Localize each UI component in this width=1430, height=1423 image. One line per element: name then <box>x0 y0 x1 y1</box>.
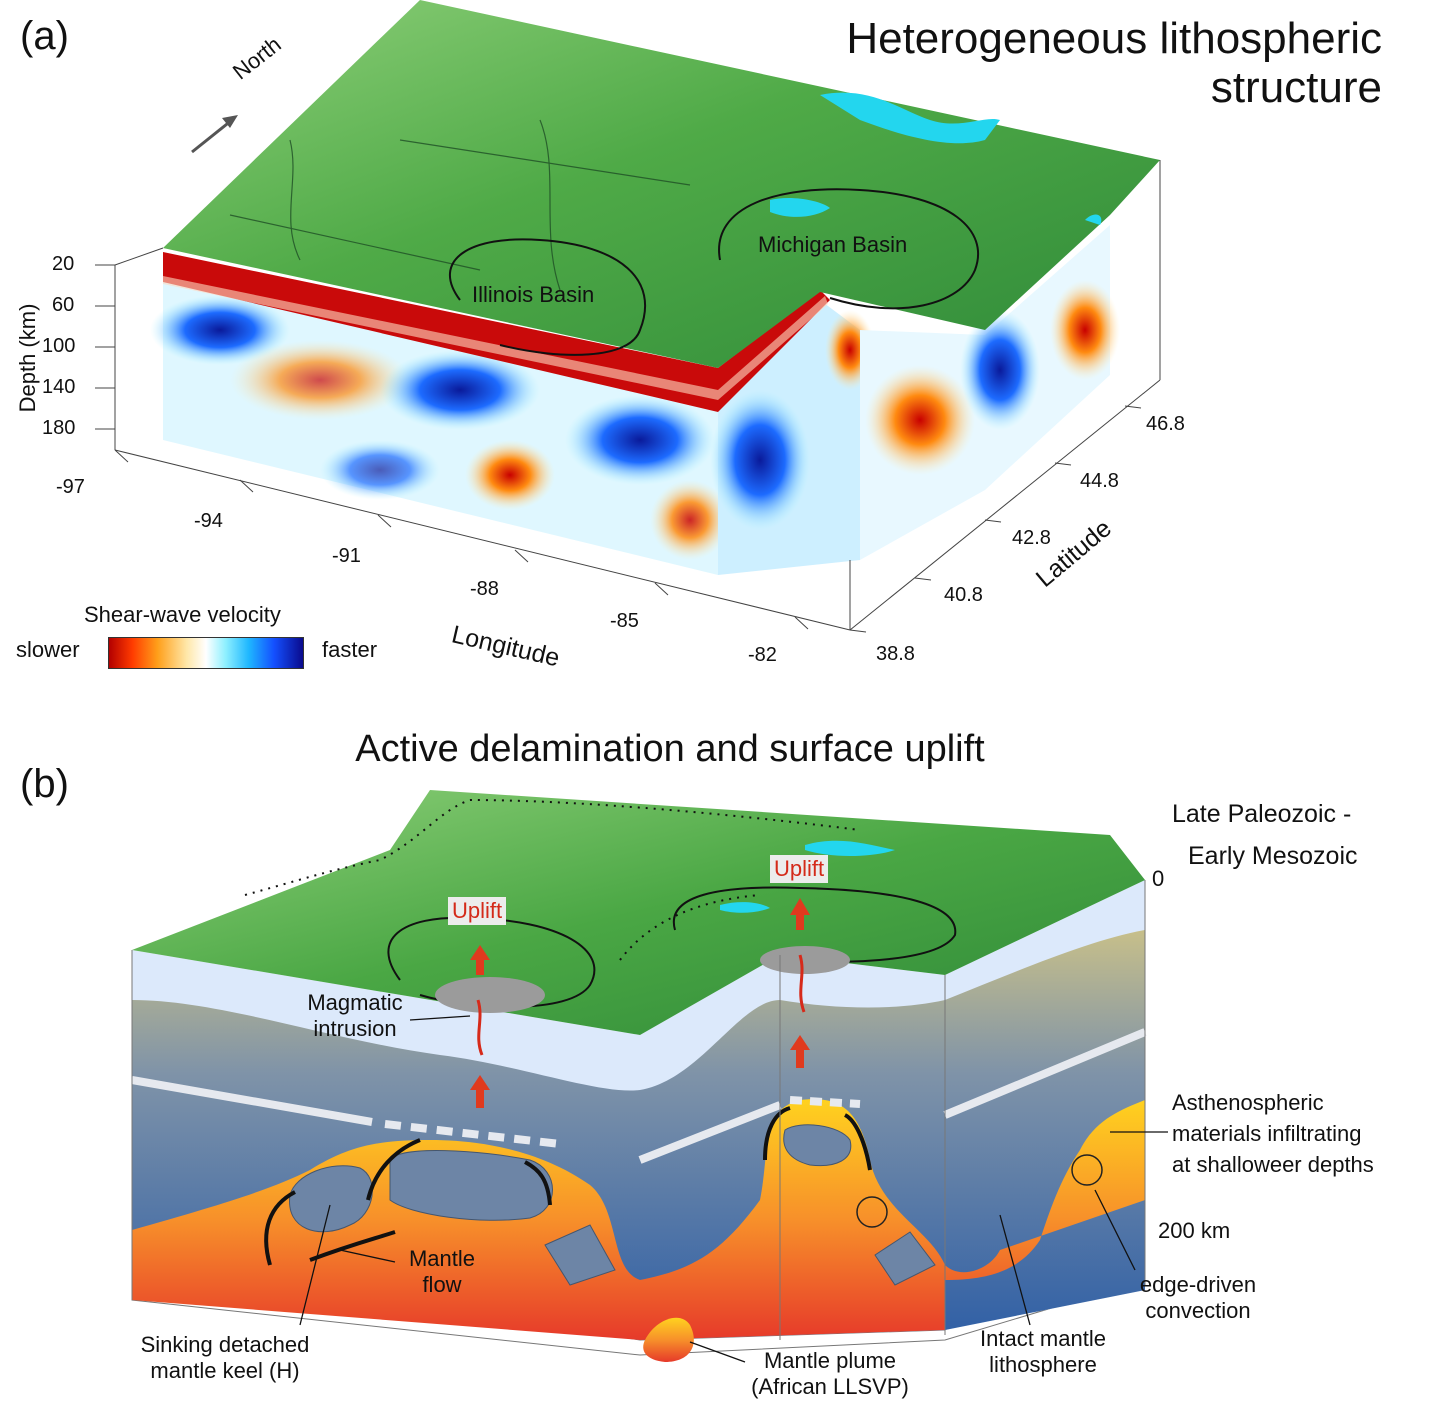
depth-tick-label: 180 <box>42 417 76 439</box>
panel-b-title: Active delamination and surface uplift <box>355 728 985 770</box>
uplift-tag: Uplift <box>448 897 507 925</box>
mantle-flow-label: Mantle flow <box>392 1246 492 1298</box>
depth-tick-label: 100 <box>42 335 76 357</box>
axis-frame <box>114 160 1161 631</box>
uplift-tag: Uplift <box>770 855 829 883</box>
latitude-tick-label: 40.8 <box>944 584 983 606</box>
illinois-basin-outline <box>448 238 646 356</box>
latitude-tick-label: 44.8 <box>1080 470 1119 492</box>
colorbar-slower-label: slower <box>16 637 80 662</box>
longitude-tick-label: -97 <box>56 476 85 498</box>
intact-lithosphere-label: Intact mantle lithosphere <box>958 1326 1128 1378</box>
latitude-tick-label: 46.8 <box>1146 413 1185 435</box>
asthenospheric-line3: at shalloweer depths <box>1172 1151 1374 1177</box>
edge-convection-icon <box>856 1196 888 1228</box>
mantle-flow-line1: Mantle <box>408 1246 476 1271</box>
asthenosphere <box>132 1099 1145 1340</box>
sinking-keel-line2: mantle keel (H) <box>150 1358 300 1383</box>
leader-lines <box>299 1015 1168 1363</box>
mantle-plume-line2: (African LLSVP) <box>751 1374 909 1399</box>
panel-b-letter: (b) <box>20 762 69 806</box>
magmatic-intrusion-label: Magmatic intrusion <box>290 990 420 1042</box>
intact-lithosphere-line2: lithosphere <box>989 1352 1097 1377</box>
terrain-surface-b <box>132 790 1145 1035</box>
panel-a-title-line1: Heterogeneous lithospheric <box>846 14 1382 63</box>
depth-tick-label: 60 <box>52 294 75 316</box>
depth-ticks <box>95 264 115 430</box>
detached-keels <box>289 1124 936 1286</box>
depth-top-label: 0 <box>1152 866 1165 891</box>
mantle-plume-line1: Mantle plume <box>763 1348 897 1373</box>
box-edges <box>131 880 1146 1340</box>
asthenospheric-line1: Asthenospheric <box>1172 1090 1324 1115</box>
great-lakes <box>770 92 1102 226</box>
sinking-keel-label: Sinking detached mantle keel (H) <box>110 1332 340 1384</box>
depth-tick-label: 140 <box>42 376 76 398</box>
front-crust <box>132 880 1145 1340</box>
longitude-ticks <box>114 449 809 630</box>
uplift-arrow-icon <box>470 898 810 1108</box>
longitude-tick-label: -85 <box>610 610 639 632</box>
latitude-tick-label: 38.8 <box>876 643 915 665</box>
michigan-basin-outline <box>718 188 980 310</box>
edge-convection-line1: edge-driven <box>1139 1272 1257 1297</box>
era-label-line2: Early Mesozoic <box>1188 842 1358 870</box>
sinking-keel-line1: Sinking detached <box>140 1332 310 1357</box>
state-borders <box>229 119 691 291</box>
magmatic-intrusion-line2: intrusion <box>313 1016 397 1041</box>
longitude-tick-label: -91 <box>332 545 361 567</box>
panel-a-letter: (a) <box>20 14 69 58</box>
intrusion-body <box>435 977 545 1013</box>
longitude-tick-label: -94 <box>194 510 223 532</box>
plate-boundary-dashes <box>131 1028 1147 1164</box>
michigan-basin-label: Michigan Basin <box>758 232 908 257</box>
velocity-colorbar <box>108 637 304 669</box>
dotted-outlines <box>244 799 861 961</box>
edge-convection-line2: convection <box>1145 1298 1251 1323</box>
asthenospheric-label: Asthenospheric materials infiltrating at… <box>1172 1088 1374 1180</box>
mantle-flow-arrows <box>264 1106 872 1266</box>
asthenospheric-line2: materials infiltrating <box>1172 1120 1362 1146</box>
mantle-plume <box>643 1317 694 1362</box>
intact-lithosphere-line1: Intact mantle <box>980 1326 1106 1351</box>
crust-band <box>163 252 830 412</box>
panel-a-title-line2: structure <box>1210 63 1382 113</box>
basin-outline-b2 <box>672 886 957 963</box>
colorbar-title: Shear-wave velocity <box>84 602 281 627</box>
panel-a-title: Heterogeneous lithospheric structure <box>846 14 1382 113</box>
mantle-flow-line2: flow <box>422 1272 462 1297</box>
panel-a-block-diagram <box>95 0 1161 633</box>
depth-tick-label: 20 <box>52 253 75 275</box>
north-arrow-icon <box>191 115 238 154</box>
intrusion-body <box>760 946 850 974</box>
front-velocity-section <box>150 280 730 575</box>
magmatic-intrusion-line1: Magmatic <box>307 990 403 1015</box>
edge-convection-label: edge-driven convection <box>1118 1272 1278 1324</box>
latitude-tick-label: 42.8 <box>1012 527 1051 549</box>
mantle-plume-label: Mantle plume (African LLSVP) <box>730 1348 930 1400</box>
era-label-line1: Late Paleozoic - <box>1172 800 1352 828</box>
magma-conduits <box>476 954 806 1056</box>
longitude-tick-label: -82 <box>748 644 777 666</box>
colorbar-faster-label: faster <box>322 637 378 662</box>
depth-bottom-label: 200 km <box>1158 1218 1231 1243</box>
latitude-ticks <box>849 405 1142 633</box>
terrain-surface <box>163 0 1160 368</box>
depth-axis-label: Depth (km) <box>15 303 40 413</box>
front-lithosphere <box>132 930 1145 1340</box>
illinois-basin-label: Illinois Basin <box>472 282 595 307</box>
longitude-tick-label: -88 <box>470 578 499 600</box>
edge-convection-icon <box>1071 1154 1103 1186</box>
